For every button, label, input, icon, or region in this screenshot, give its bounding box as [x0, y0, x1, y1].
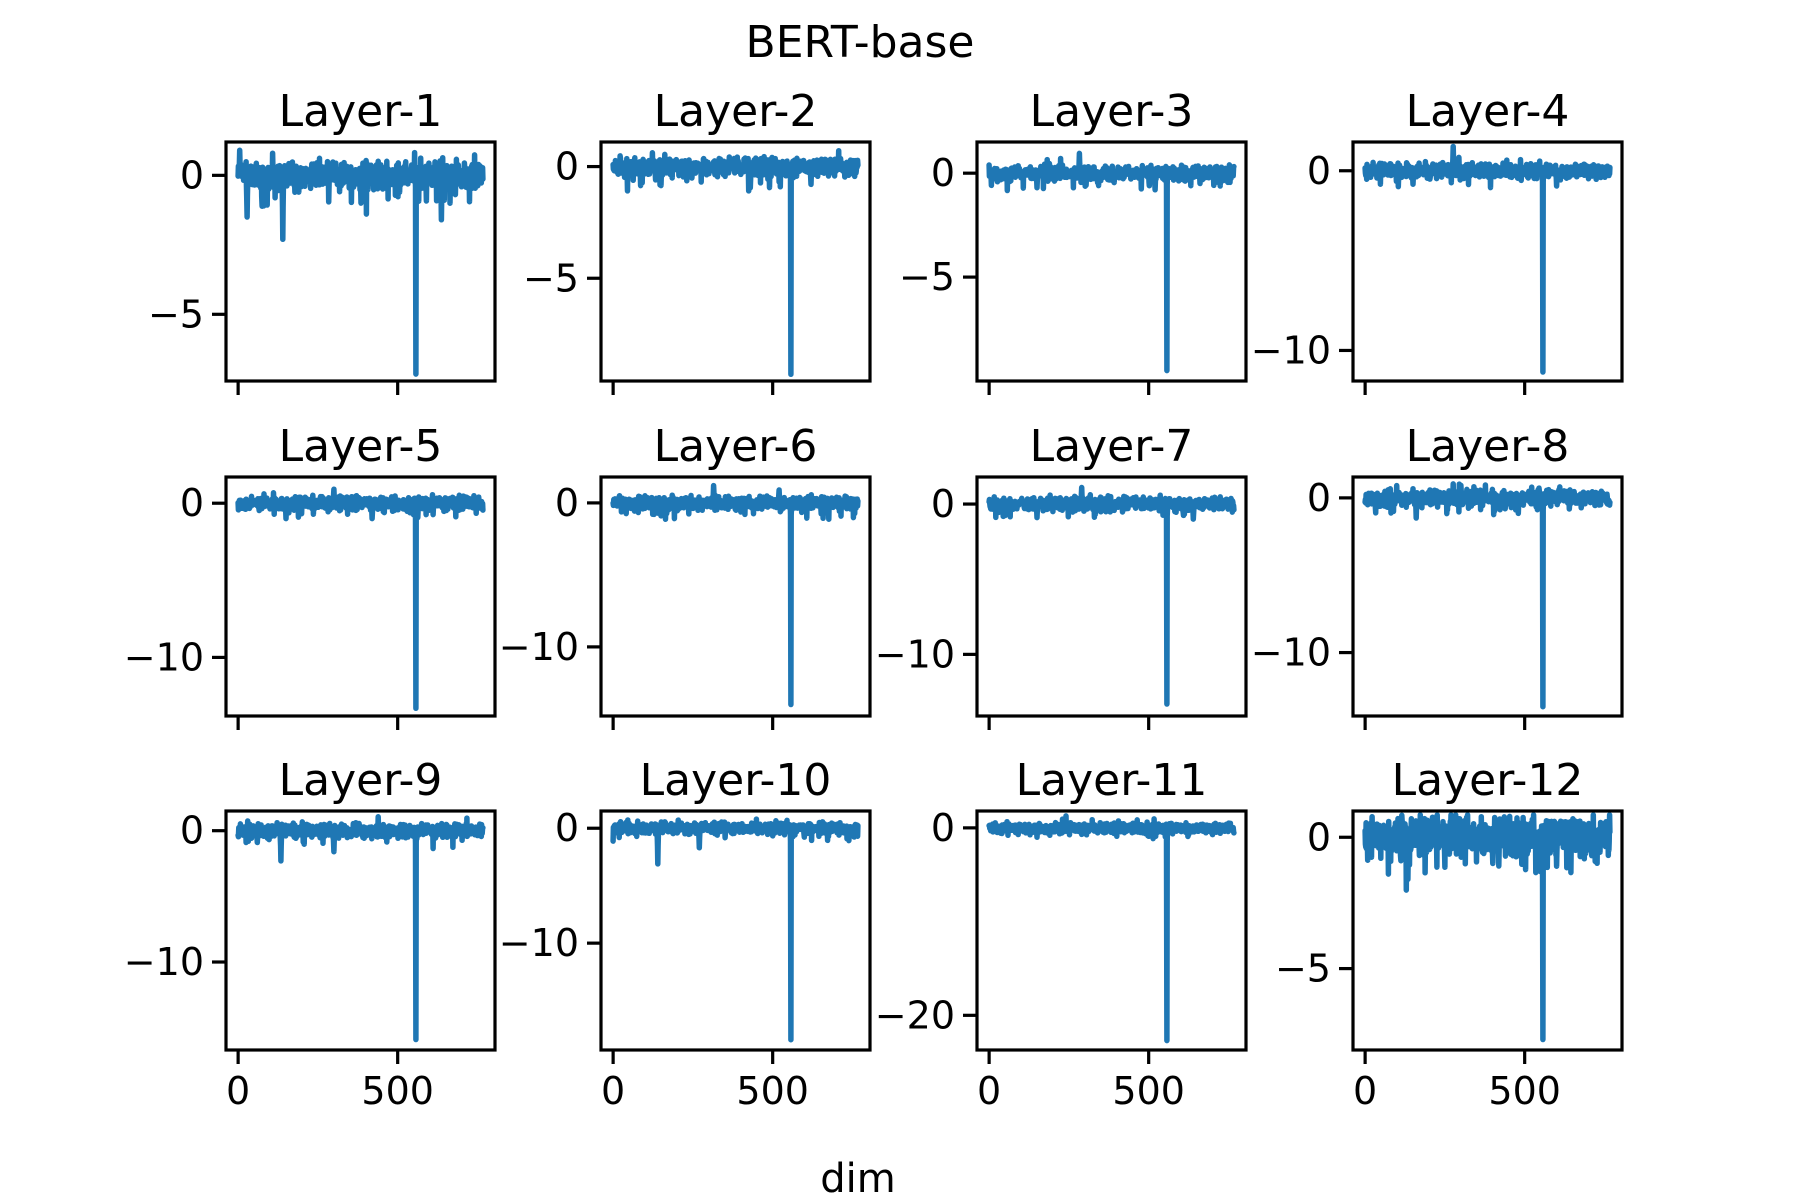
subplot-layer-10: 0 −10 0 500 Layer-10 [499, 755, 872, 1113]
subplot-title: Layer-11 [1016, 755, 1208, 806]
axes-frame [1351, 809, 1624, 1052]
x-tick-label: 0 [977, 1069, 1001, 1113]
y-tick-label: 0 [931, 482, 955, 526]
subplot-title: Layer-1 [279, 86, 443, 137]
x-tick-label: 500 [1112, 1069, 1185, 1113]
axes-frame [224, 809, 497, 1052]
x-tick-label: 500 [736, 1069, 809, 1113]
y-tick-label: −5 [899, 255, 955, 299]
x-tick-label: 0 [226, 1069, 250, 1113]
series-line [1362, 481, 1613, 710]
subplot-layer-2: 0 −5 Layer-2 [523, 86, 872, 395]
axes-frame [1351, 475, 1624, 718]
subplot-title: Layer-2 [654, 86, 818, 137]
subplot-title: Layer-7 [1030, 421, 1194, 472]
subplot-title: Layer-8 [1406, 421, 1570, 472]
y-tick-label: 0 [555, 145, 579, 189]
axes-frame [975, 809, 1248, 1052]
subplot-layer-6: 0 −10 Layer-6 [499, 421, 872, 730]
subplot-layer-3: 0 −5 Layer-3 [899, 86, 1248, 395]
y-tick-label: 0 [180, 809, 204, 853]
subplot-title: Layer-9 [279, 755, 443, 806]
subplot-layer-12: 0 −5 0 500 Layer-12 [1275, 755, 1624, 1113]
y-tick-label: −10 [124, 940, 204, 984]
subplot-layer-11: 0 −20 0 500 Layer-11 [875, 755, 1248, 1113]
series-line [610, 147, 861, 378]
y-tick-label: 0 [1307, 815, 1331, 859]
series-line [610, 482, 861, 708]
axes-frame [975, 475, 1248, 718]
subplot-title: Layer-12 [1392, 755, 1584, 806]
y-tick-label: 0 [555, 481, 579, 525]
subplot-layer-9: 0 −10 0 500 Layer-9 [124, 755, 497, 1113]
y-tick-label: −10 [1251, 328, 1331, 372]
subplot-title: Layer-3 [1030, 86, 1194, 137]
subplot-title: Layer-4 [1406, 86, 1570, 137]
y-tick-label: −10 [499, 625, 579, 669]
y-tick-label: −5 [1275, 947, 1331, 991]
x-tick-label: 500 [361, 1069, 434, 1113]
y-tick-label: 0 [931, 806, 955, 850]
y-tick-label: −20 [875, 993, 955, 1037]
subplot-layer-1: 0 −5 Layer-1 [148, 86, 497, 395]
subplot-layer-8: 0 −10 Layer-8 [1251, 421, 1624, 730]
y-tick-label: −10 [499, 921, 579, 965]
y-tick-label: −5 [523, 256, 579, 300]
subplot-layer-7: 0 −10 Layer-7 [875, 421, 1248, 730]
axes-frame [599, 475, 872, 718]
x-tick-label: 0 [1353, 1069, 1377, 1113]
axes-frame [224, 475, 497, 718]
y-tick-label: 0 [180, 481, 204, 525]
y-tick-label: 0 [180, 153, 204, 197]
y-tick-label: −10 [124, 635, 204, 679]
series-line [610, 816, 861, 1043]
subplot-title: Layer-5 [279, 421, 443, 472]
series-line [986, 813, 1237, 1044]
x-tick-label: 500 [1488, 1069, 1561, 1113]
figure-title: BERT-base [746, 17, 975, 68]
axes-frame [599, 809, 872, 1052]
subplot-layer-5: 0 −10 Layer-5 [124, 421, 497, 730]
y-tick-label: 0 [1307, 476, 1331, 520]
axes-frame [224, 140, 497, 383]
series-line [986, 484, 1237, 707]
series-line [235, 486, 486, 712]
series-line [1362, 143, 1613, 375]
y-tick-label: 0 [1307, 149, 1331, 193]
y-tick-label: −10 [1251, 631, 1331, 675]
series-line [1362, 812, 1613, 1043]
y-tick-label: −10 [875, 632, 955, 676]
axes-frame [599, 140, 872, 383]
subplot-layer-4: 0 −10 Layer-4 [1251, 86, 1624, 395]
series-line [235, 814, 486, 1043]
y-tick-label: 0 [555, 806, 579, 850]
axes-frame [975, 140, 1248, 383]
series-line [235, 147, 486, 377]
subplot-title: Layer-10 [640, 755, 832, 806]
x-tick-label: 0 [601, 1069, 625, 1113]
y-tick-label: −5 [148, 292, 204, 336]
y-tick-label: 0 [931, 151, 955, 195]
subplot-title: Layer-6 [654, 421, 818, 472]
x-axis-label: dim [820, 1156, 895, 1200]
series-line [986, 150, 1237, 374]
axes-frame [1351, 140, 1624, 383]
